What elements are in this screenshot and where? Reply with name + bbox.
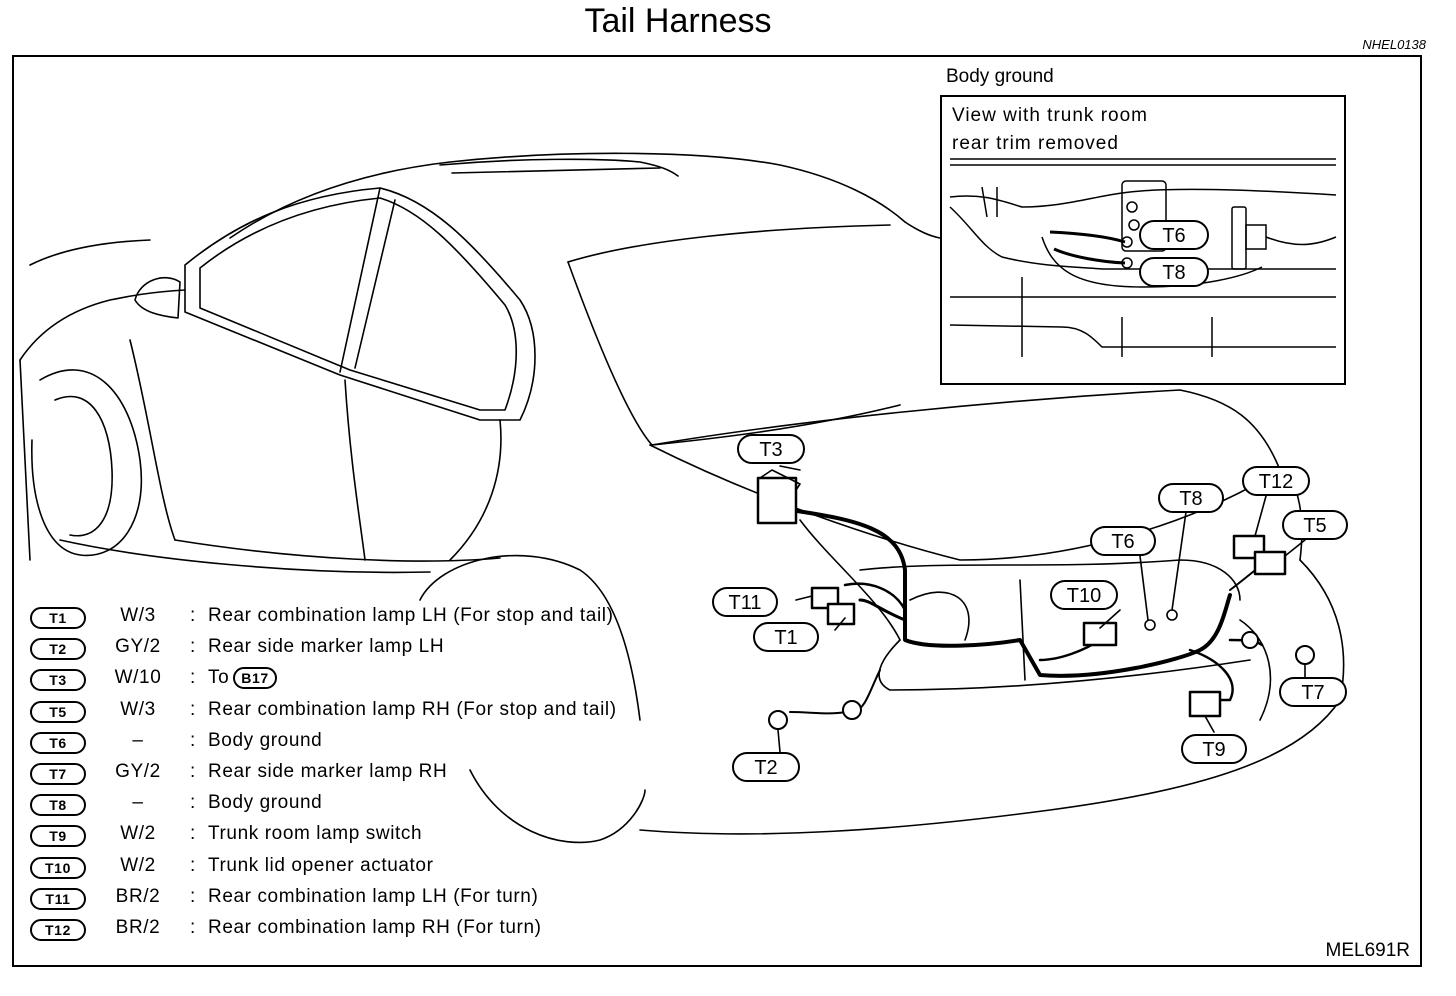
legend-wire: GY/2 <box>115 760 161 782</box>
legend-desc: To <box>208 667 230 689</box>
legend-desc: Rear side marker lamp LH <box>208 636 445 658</box>
legend-id: T2 <box>30 638 86 661</box>
inset-header: Body ground <box>946 66 1054 87</box>
legend-desc: Trunk room lamp switch <box>208 823 423 845</box>
legend-id: T1 <box>30 607 86 629</box>
legend-wire: W/3 <box>120 605 156 626</box>
callout-t8: T8 <box>1158 483 1224 513</box>
inset-caption-line1: View with trunk room <box>952 105 1148 126</box>
page-title: Tail Harness <box>584 2 772 40</box>
legend-id: T12 <box>30 918 86 941</box>
figure-code: MEL691R <box>1325 940 1411 961</box>
diagram-frame <box>12 55 1422 967</box>
legend-wire: W/2 <box>120 854 156 876</box>
legend-id: T10 <box>30 856 86 879</box>
callout-t3: T3 <box>737 434 805 464</box>
legend-colon: : <box>190 792 196 814</box>
inset-drawing <box>949 158 1337 357</box>
callout-t9: T9 <box>1181 734 1247 764</box>
legend-id: T8 <box>30 794 86 817</box>
callout-t1: T1 <box>753 622 819 652</box>
legend-colon: : <box>190 854 196 876</box>
legend-desc: Rear combination lamp RH (For stop and t… <box>208 698 617 720</box>
legend-wire: BR/2 <box>115 885 161 907</box>
legend-desc: Body ground <box>208 792 323 814</box>
legend-ref-badge: B17 <box>233 667 277 690</box>
legend-id: T5 <box>30 700 86 723</box>
legend-desc: Body ground <box>208 729 323 751</box>
callout-t6: T6 <box>1090 526 1156 556</box>
callout-t12: T12 <box>1242 466 1310 496</box>
inset-tag-t8: T8 <box>1139 257 1209 287</box>
legend-wire: – <box>132 792 144 814</box>
inset-tag-t6: T6 <box>1139 220 1209 250</box>
legend-id: T7 <box>30 762 86 785</box>
legend-id: T6 <box>30 731 86 754</box>
legend-desc: Rear combination lamp RH (For turn) <box>208 916 542 938</box>
legend-colon: : <box>190 760 196 782</box>
legend-colon: : <box>190 698 196 720</box>
body-ground-inset: View with trunk room rear trim removed T… <box>940 95 1346 385</box>
legend-wire: W/3 <box>120 698 156 720</box>
legend-wire: W/10 <box>114 667 162 689</box>
legend-desc: Rear combination lamp LH (For stop and t… <box>208 605 614 626</box>
callout-t7: T7 <box>1279 677 1347 707</box>
legend-wire: W/2 <box>120 823 156 845</box>
legend-id: T11 <box>30 887 86 910</box>
legend-wire: BR/2 <box>115 916 161 938</box>
callout-t2: T2 <box>732 752 800 782</box>
legend-colon: : <box>190 885 196 907</box>
legend-desc: Rear combination lamp LH (For turn) <box>208 885 539 907</box>
callout-t10: T10 <box>1050 580 1118 610</box>
legend-colon: : <box>190 605 196 626</box>
legend-id: T3 <box>30 669 86 692</box>
inset-caption-line2: rear trim removed <box>952 133 1119 154</box>
legend-desc: Rear side marker lamp RH <box>208 760 448 782</box>
legend-colon: : <box>190 636 196 658</box>
legend-wire: GY/2 <box>115 636 161 658</box>
legend-colon: : <box>190 729 196 751</box>
reference-code: NHEL0138 <box>1362 37 1426 52</box>
callout-t5: T5 <box>1282 510 1348 540</box>
legend-wire: – <box>132 729 144 751</box>
legend-colon: : <box>190 823 196 845</box>
legend-colon: : <box>190 916 196 938</box>
legend-id: T9 <box>30 825 86 848</box>
legend-desc: Trunk lid opener actuator <box>208 854 434 876</box>
legend-colon: : <box>190 667 196 689</box>
callout-t11: T11 <box>712 587 778 617</box>
